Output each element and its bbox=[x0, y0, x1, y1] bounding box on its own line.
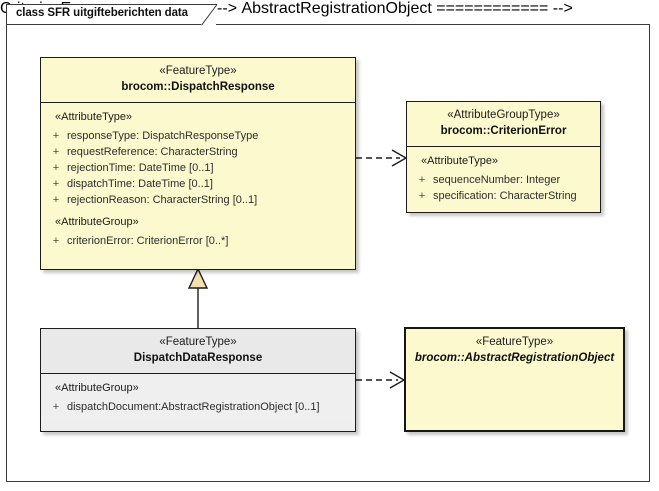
attribute-visibility: + bbox=[418, 190, 426, 202]
attribute-row[interactable]: + responseType: DispatchResponseType bbox=[45, 128, 351, 144]
attribute-row[interactable]: + requestReference: CharacterString bbox=[45, 144, 351, 160]
class-name: brocom::AbstractRegistrationObject bbox=[414, 352, 615, 364]
attribute-visibility: + bbox=[52, 178, 60, 190]
class-stereotype: «AttributeGroupType» bbox=[447, 109, 560, 121]
attribute-text: responseType: DispatchResponseType bbox=[67, 130, 259, 142]
class-name: brocom::CriterionError bbox=[440, 125, 567, 137]
class-stereotype: «FeatureType» bbox=[159, 65, 237, 77]
attribute-row[interactable]: + rejectionReason: CharacterString [0..1… bbox=[45, 192, 351, 208]
class-node-dispatch-response[interactable]: «FeatureType» brocom::DispatchResponse «… bbox=[40, 57, 356, 270]
attribute-text: rejectionReason: CharacterString [0..1] bbox=[67, 194, 258, 206]
attribute-visibility: + bbox=[52, 401, 60, 413]
diagram-frame-top-edge bbox=[216, 24, 650, 25]
compartment-title-attributetype: «AttributeType» bbox=[421, 155, 499, 167]
attribute-text: specification: CharacterString bbox=[433, 190, 577, 202]
compartment-divider bbox=[41, 373, 355, 374]
class-name: DispatchDataResponse bbox=[133, 352, 263, 364]
attribute-text: dispatchTime: DateTime [0..1] bbox=[67, 178, 213, 190]
class-name: brocom::DispatchResponse bbox=[121, 81, 275, 93]
attribute-text: criterionError: CriterionError [0..*] bbox=[67, 235, 229, 247]
attribute-text: dispatchDocument:AbstractRegistrationObj… bbox=[67, 401, 320, 413]
class-node-header: «AttributeGroupType» brocom::CriterionEr… bbox=[407, 102, 600, 146]
attribute-row[interactable]: + sequenceNumber: Integer bbox=[411, 172, 596, 188]
attribute-row[interactable]: + dispatchDocument:AbstractRegistrationO… bbox=[45, 399, 351, 415]
class-node-header: «FeatureType» brocom::DispatchResponse bbox=[41, 58, 355, 102]
attribute-visibility: + bbox=[52, 130, 60, 142]
class-node-attributes: «AttributeType» + responseType: Dispatch… bbox=[41, 103, 355, 255]
attribute-row[interactable]: + dispatchTime: DateTime [0..1] bbox=[45, 176, 351, 192]
class-node-abstract-registration-object[interactable]: «FeatureType» brocom::AbstractRegistrati… bbox=[404, 327, 625, 432]
class-stereotype: «FeatureType» bbox=[159, 336, 237, 348]
compartment-title-attributegroup: «AttributeGroup» bbox=[55, 382, 139, 394]
class-node-attributes: «AttributeType» + sequenceNumber: Intege… bbox=[407, 147, 600, 210]
diagram-title: class SFR uitgifteberichten data bbox=[16, 7, 188, 19]
attribute-text: sequenceNumber: Integer bbox=[433, 174, 561, 186]
class-node-attributes: «AttributeGroup» + dispatchDocument:Abst… bbox=[41, 374, 355, 421]
connector-dependency-dispatchresponse-to-criterionerror[interactable] bbox=[356, 148, 410, 168]
diagram-frame-tab-body bbox=[6, 4, 202, 25]
compartment-divider bbox=[41, 102, 355, 103]
connector-dependency-dispatchdataresponse-to-abstractregistrationobject[interactable] bbox=[356, 370, 410, 390]
connector-generalization-dispatchdataresponse-to-dispatchresponse[interactable] bbox=[187, 267, 209, 330]
compartment-divider bbox=[407, 146, 600, 147]
class-node-header: «FeatureType» brocom::AbstractRegistrati… bbox=[406, 329, 623, 373]
compartment-title-attributegroup: «AttributeGroup» bbox=[55, 216, 139, 228]
attribute-visibility: + bbox=[52, 235, 60, 247]
attribute-row[interactable]: + rejectionTime: DateTime [0..1] bbox=[45, 160, 351, 176]
class-node-header: «FeatureType» DispatchDataResponse bbox=[41, 329, 355, 373]
attribute-visibility: + bbox=[418, 174, 426, 186]
diagram-frame bbox=[6, 24, 650, 482]
attribute-visibility: + bbox=[52, 194, 60, 206]
attribute-row[interactable]: + specification: CharacterString bbox=[411, 188, 596, 204]
compartment-title-attributetype: «AttributeType» bbox=[55, 111, 133, 123]
class-node-criterion-error[interactable]: «AttributeGroupType» brocom::CriterionEr… bbox=[406, 101, 601, 213]
diagram-frame-tab-slant-icon bbox=[201, 4, 223, 26]
attribute-visibility: + bbox=[52, 162, 60, 174]
class-node-dispatch-data-response[interactable]: «FeatureType» DispatchDataResponse «Attr… bbox=[40, 328, 356, 432]
compartment-spacer bbox=[45, 208, 351, 215]
attribute-text: requestReference: CharacterString bbox=[67, 146, 238, 158]
attribute-row[interactable]: + criterionError: CriterionError [0..*] bbox=[45, 233, 351, 249]
attribute-text: rejectionTime: DateTime [0..1] bbox=[67, 162, 214, 174]
attribute-visibility: + bbox=[52, 146, 60, 158]
class-stereotype: «FeatureType» bbox=[475, 336, 554, 348]
